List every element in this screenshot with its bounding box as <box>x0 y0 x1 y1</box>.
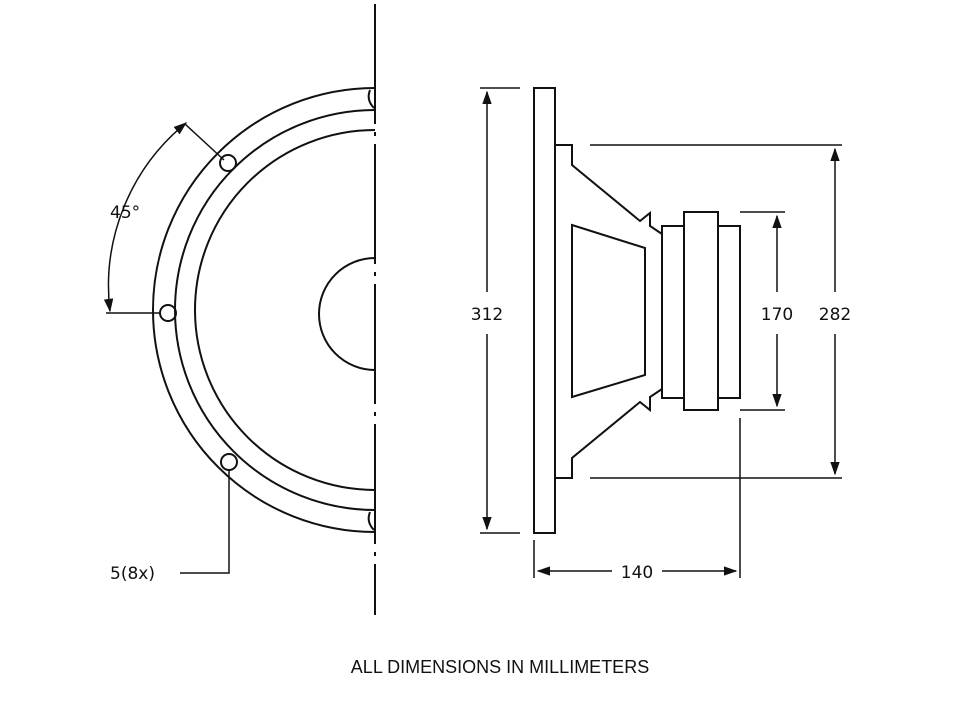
flange-notch-top <box>367 89 375 109</box>
flange-inner-edge <box>174 109 376 511</box>
basket-window <box>571 223 646 399</box>
footer-note: ALL DIMENSIONS IN MILLIMETERS <box>351 657 649 677</box>
side-view <box>533 87 741 534</box>
side-flange-plate <box>533 87 556 534</box>
dim-170 <box>740 211 785 411</box>
flange-notch-bottom <box>367 511 375 531</box>
angle-arc <box>103 122 188 313</box>
magnet-plate-back <box>661 225 685 399</box>
magnet-body <box>683 211 719 411</box>
surround-edge <box>194 129 376 491</box>
mounting-hole-bottom <box>220 453 238 471</box>
flange-outer-edge <box>152 87 376 533</box>
basket-upper-outline <box>555 144 663 235</box>
angle-label: 45° <box>110 203 140 223</box>
basket-lower-outline <box>555 388 663 479</box>
dim-170-label: 170 <box>761 305 793 325</box>
dim-312-label: 312 <box>471 305 503 325</box>
mounting-hole-top <box>219 154 237 172</box>
hole-leader <box>180 470 230 574</box>
mounting-hole-mid <box>159 304 177 322</box>
dim-282 <box>590 144 842 479</box>
dim-282-label: 282 <box>819 305 851 325</box>
dim-140 <box>533 418 741 578</box>
front-view <box>103 4 376 615</box>
dust-cap <box>318 257 376 371</box>
magnet-plate-front <box>717 225 741 399</box>
dim-140-label: 140 <box>621 563 653 583</box>
dim-312 <box>480 87 520 534</box>
angle-extension-top <box>184 123 225 161</box>
hole-label: 5(8x) <box>110 564 155 584</box>
